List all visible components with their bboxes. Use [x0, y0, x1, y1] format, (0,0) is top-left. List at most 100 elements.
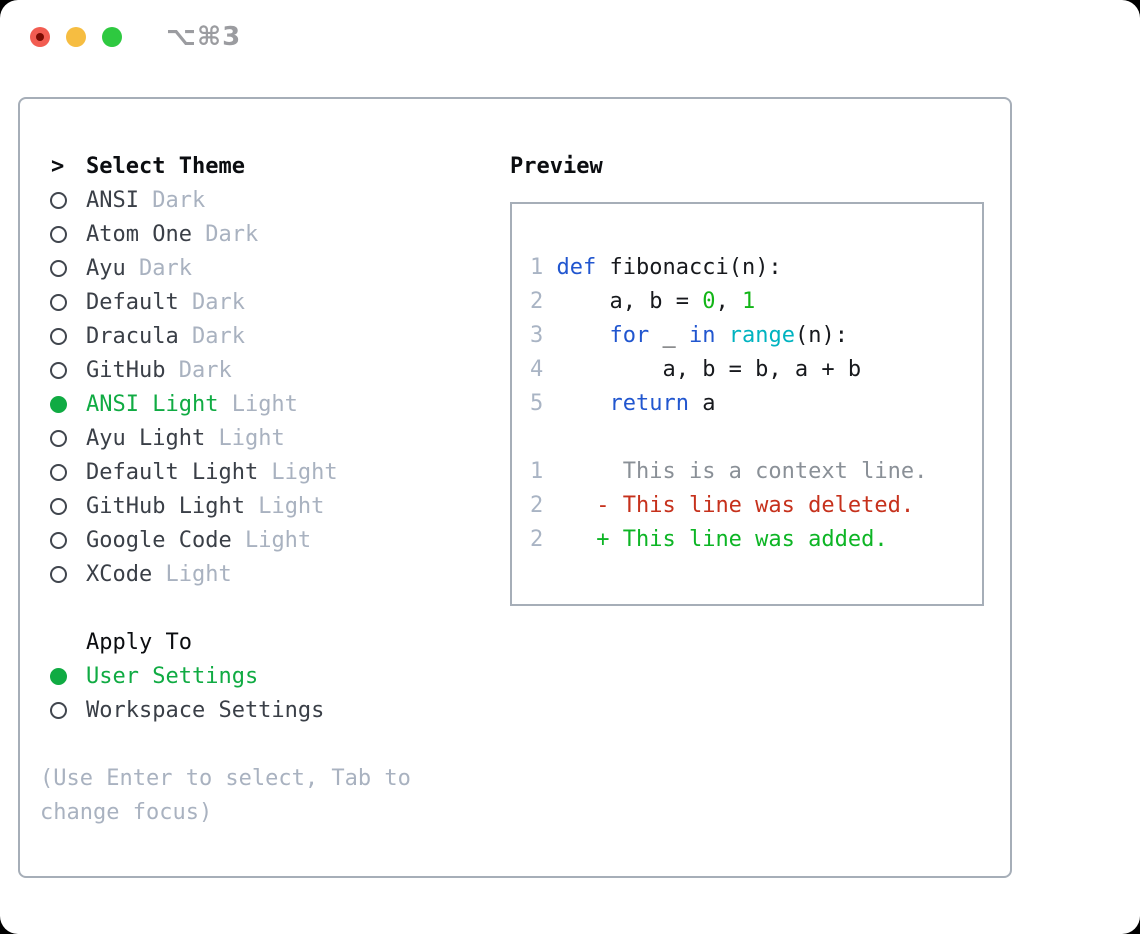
line-number: 5 [530, 391, 557, 416]
theme-name: ANSI [86, 188, 139, 213]
theme-variant-label: Light [258, 460, 338, 485]
theme-panel-header: > Select Theme [40, 150, 490, 184]
theme-option-default-light[interactable]: Default Light Light [40, 456, 490, 490]
preview-box: 1 def fibonacci(n): 2 a, b = 0, 1 3 for _ … [510, 202, 984, 606]
line-number: 2 [530, 527, 557, 552]
token-pl: _ [649, 323, 689, 348]
radio-selected-icon [50, 668, 67, 685]
theme-option-github[interactable]: GitHub Dark [40, 354, 490, 388]
token-pl: fibonacci(n): [596, 255, 782, 280]
apply-panel-title: Apply To [86, 630, 192, 655]
token-kw: in [688, 323, 716, 348]
theme-option-ansi[interactable]: ANSI Dark [40, 184, 490, 218]
code-line: 3 for _ in range(n): [530, 319, 982, 353]
theme-variant-label: Dark [191, 222, 259, 247]
hint-text-line-1: (Use Enter to select, Tab to [40, 766, 411, 791]
token-pl [557, 323, 610, 348]
theme-variant-label: Dark [165, 358, 232, 383]
token-add: + This line was added. [556, 527, 888, 552]
window-shortcut-label: ⌥⌘3 [166, 22, 242, 52]
apply-option-user-settings[interactable]: User Settings [40, 660, 490, 694]
spacer [530, 421, 982, 455]
radio-unselected-icon [50, 532, 67, 549]
code-line: 4 a, b = b, a + b [530, 353, 982, 387]
theme-variant-label: Light [205, 426, 285, 451]
theme-option-ayu[interactable]: Ayu Dark [40, 252, 490, 286]
theme-option-dracula[interactable]: Dracula Dark [40, 320, 490, 354]
radio-unselected-icon [50, 260, 67, 277]
preview-title: Preview [510, 154, 603, 179]
radio-selected-icon [50, 396, 67, 413]
apply-option-workspace-settings[interactable]: Workspace Settings [40, 694, 490, 728]
theme-option-ansi-light[interactable]: ANSI Light Light [40, 388, 490, 422]
code-line: 5 return a [530, 387, 982, 421]
theme-variant-label: Dark [125, 256, 192, 281]
radio-unselected-icon [50, 192, 67, 209]
code-line: 1 def fibonacci(n): [530, 251, 982, 285]
line-number: 2 [530, 493, 557, 518]
maximize-button[interactable] [102, 27, 122, 47]
line-number: 2 [530, 289, 557, 314]
code-preview: 1 def fibonacci(n): 2 a, b = 0, 1 3 for _ … [512, 204, 982, 557]
token-pl: (n): [794, 323, 848, 348]
theme-variant-label: Light [231, 528, 312, 553]
theme-name: ANSI Light [86, 392, 219, 417]
spacer [40, 728, 490, 762]
theme-name: GitHub [86, 358, 166, 383]
apply-option-label: User Settings [86, 664, 259, 689]
radio-unselected-icon [50, 702, 67, 719]
token-kw: for [609, 323, 650, 348]
token-num: 1 [741, 289, 756, 314]
radio-unselected-icon [50, 294, 67, 311]
theme-name: Default Light [86, 460, 259, 485]
theme-name: XCode [86, 562, 153, 587]
line-number: 1 [530, 255, 557, 280]
theme-name: Google Code [86, 528, 232, 553]
theme-option-atom-one[interactable]: Atom One Dark [40, 218, 490, 252]
diff-line: 2 + This line was added. [530, 523, 982, 557]
token-pl [557, 391, 610, 416]
token-kw: def [556, 255, 597, 280]
theme-name: Ayu [86, 256, 126, 281]
theme-option-default[interactable]: Default Dark [40, 286, 490, 320]
theme-option-google-code[interactable]: Google Code Light [40, 524, 490, 558]
theme-option-xcode[interactable]: XCode Light [40, 558, 490, 592]
radio-unselected-icon [50, 226, 67, 243]
diff-line: 1 This is a context line. [530, 455, 982, 489]
theme-variant-label: Light [244, 494, 325, 519]
minimize-button[interactable] [66, 27, 86, 47]
radio-unselected-icon [50, 362, 67, 379]
token-kw: return [609, 391, 689, 416]
theme-name: Ayu Light [86, 426, 206, 451]
theme-variant-label: Dark [178, 324, 245, 349]
hint-text-line-2: change focus) [40, 800, 213, 825]
theme-option-github-light[interactable]: GitHub Light Light [40, 490, 490, 524]
apply-option-label: Workspace Settings [86, 698, 325, 723]
theme-panel-title: Select Theme [86, 154, 245, 179]
token-pl: , [715, 289, 742, 314]
token-pl [715, 323, 728, 348]
theme-option-ayu-light[interactable]: Ayu Light Light [40, 422, 490, 456]
radio-unselected-icon [50, 566, 67, 583]
token-num: 0 [702, 289, 716, 314]
line-number: 1 [530, 459, 557, 484]
line-number: 3 [530, 323, 557, 348]
radio-unselected-icon [50, 328, 67, 345]
theme-name: Default [86, 290, 179, 315]
close-button[interactable] [30, 27, 50, 47]
line-number: 4 [530, 357, 557, 382]
token-ctx: This is a context line. [556, 459, 928, 484]
diff-line: 2 - This line was deleted. [530, 489, 982, 523]
token-pl: a, b = [556, 289, 703, 314]
radio-unselected-icon [50, 464, 67, 481]
theme-variant-label: Light [218, 392, 298, 417]
theme-name: Atom One [86, 222, 192, 247]
theme-name: GitHub Light [86, 494, 245, 519]
token-pl: a [688, 391, 716, 416]
theme-variant-label: Dark [178, 290, 245, 315]
